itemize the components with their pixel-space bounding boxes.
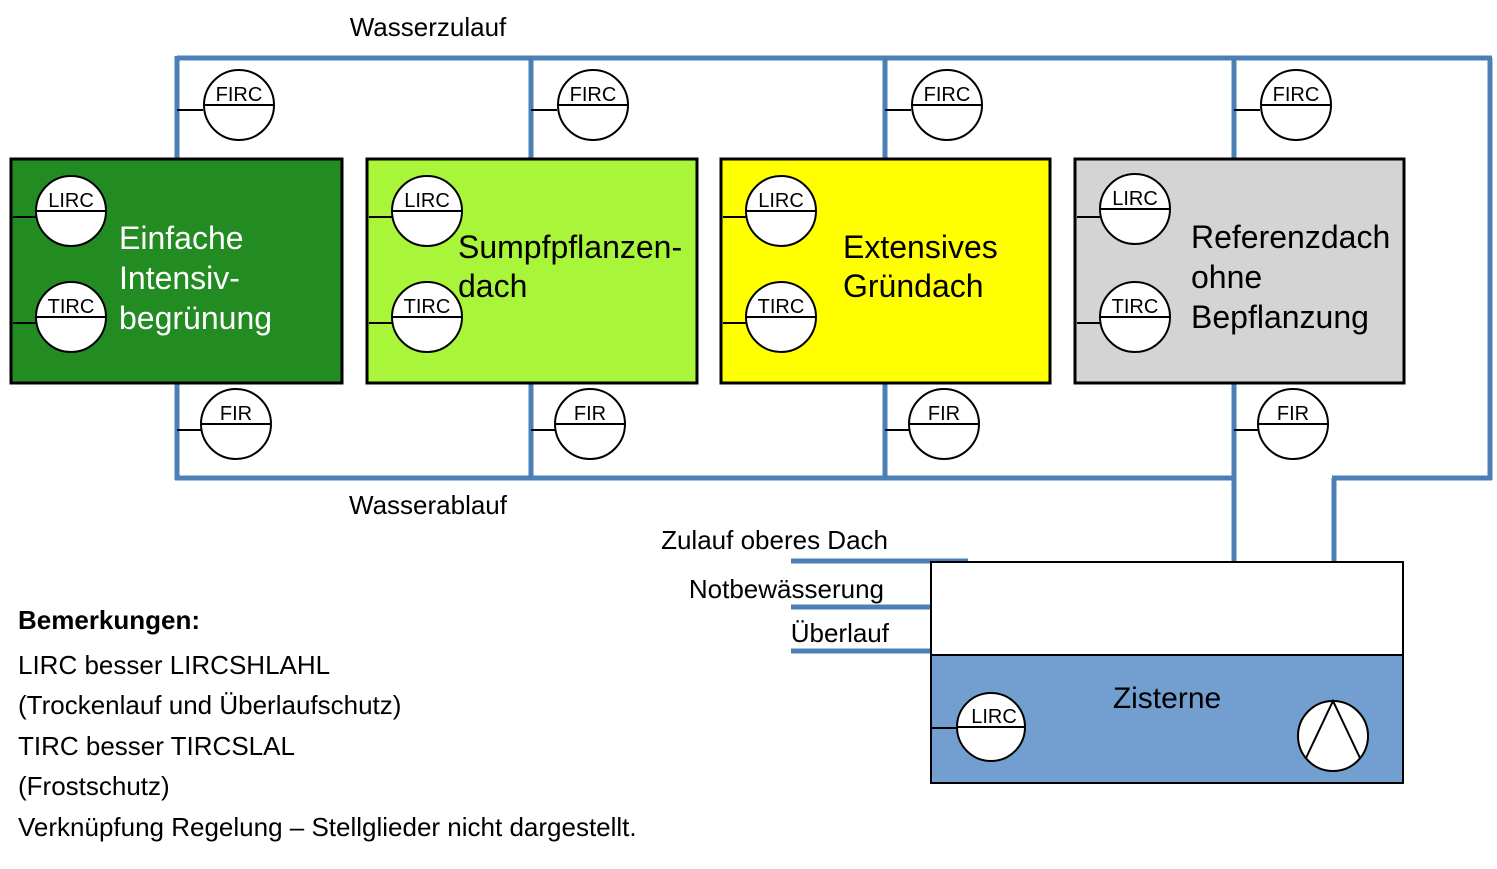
roof-label: Intensiv-: [119, 260, 240, 296]
svg-text:TIRC: TIRC: [48, 296, 95, 318]
level-sensor: LIRC: [745, 175, 817, 247]
notes-line: (Trockenlauf und Überlaufschutz): [18, 690, 402, 720]
svg-text:FIRC: FIRC: [924, 84, 971, 106]
roof-label: Bepflanzung: [1191, 299, 1369, 335]
supply-label: Wasserzulauf: [350, 12, 507, 42]
level-sensor: LIRC: [1099, 173, 1171, 245]
svg-text:TIRC: TIRC: [758, 296, 805, 318]
level-sensor-cistern: LIRC: [956, 692, 1026, 762]
drain-label: Wasserablauf: [349, 490, 508, 520]
svg-text:FIR: FIR: [1277, 403, 1309, 425]
temperature-sensor: TIRC: [35, 281, 107, 353]
flow-sensor-supply: FIRC: [203, 69, 275, 141]
svg-text:FIRC: FIRC: [570, 84, 617, 106]
cistern-label: Zisterne: [1113, 682, 1221, 715]
svg-text:FIR: FIR: [574, 403, 606, 425]
roof-label: begrünung: [119, 300, 272, 336]
notes-line: LIRC besser LIRCSHLAHL: [18, 649, 331, 680]
svg-text:FIRC: FIRC: [1273, 84, 1320, 106]
cistern: Zisterne LIRC: [930, 561, 1404, 784]
temperature-sensor: TIRC: [1099, 281, 1171, 353]
flow-sensor-drain: FIR: [554, 388, 626, 460]
supply-pipe: [174, 55, 1493, 705]
svg-text:FIRC: FIRC: [216, 84, 263, 106]
temperature-sensor: TIRC: [391, 281, 463, 353]
drain-pipe: [174, 383, 1237, 562]
emergency-irrigation-label: Notbewässerung: [689, 574, 884, 604]
level-sensor: LIRC: [391, 175, 463, 247]
level-sensor: LIRC: [35, 175, 107, 247]
roof-label: Referenzdach: [1191, 219, 1390, 255]
notes: Bemerkungen: LIRC besser LIRCSHLAHL (Tro…: [18, 600, 637, 847]
svg-text:LIRC: LIRC: [1112, 188, 1158, 210]
svg-text:LIRC: LIRC: [404, 190, 450, 212]
flow-sensor-drain: FIR: [1257, 388, 1329, 460]
flow-sensor-supply: FIRC: [557, 69, 629, 141]
notes-heading: Bemerkungen:: [18, 605, 201, 635]
roof-label: dach: [458, 268, 527, 304]
svg-text:LIRC: LIRC: [758, 190, 804, 212]
svg-text:FIR: FIR: [928, 403, 960, 425]
flow-sensor-supply: FIRC: [1260, 69, 1332, 141]
flow-sensor-supply: FIRC: [911, 69, 983, 141]
roof-group: FIRC FIR LIRC TIRC EinfacheIntensiv-begrünun…: [9, 69, 1406, 460]
inlet-upper-roof-label: Zulauf oberes Dach: [661, 525, 888, 555]
svg-text:FIR: FIR: [220, 403, 252, 425]
notes-line: (Frostschutz): [18, 771, 170, 801]
roof-label: ohne: [1191, 259, 1262, 295]
flow-sensor-drain: FIR: [908, 388, 980, 460]
roof-label: Sumpfpflanzen-: [458, 229, 682, 265]
notes-line: TIRC besser TIRCSLAL: [18, 730, 295, 761]
pump-icon: [1297, 698, 1369, 772]
svg-text:TIRC: TIRC: [1112, 296, 1159, 318]
svg-text:LIRC: LIRC: [971, 706, 1017, 728]
overflow-label: Überlauf: [791, 618, 890, 648]
temperature-sensor: TIRC: [745, 281, 817, 353]
roof-label: Extensives: [843, 229, 998, 265]
roof-label: Einfache: [119, 220, 244, 256]
notes-line: Verknüpfung Regelung – Stellglieder nich…: [18, 811, 637, 842]
roof-label: Gründach: [843, 268, 984, 304]
svg-text:LIRC: LIRC: [48, 190, 94, 212]
flow-sensor-drain: FIR: [200, 388, 272, 460]
svg-text:TIRC: TIRC: [404, 296, 451, 318]
